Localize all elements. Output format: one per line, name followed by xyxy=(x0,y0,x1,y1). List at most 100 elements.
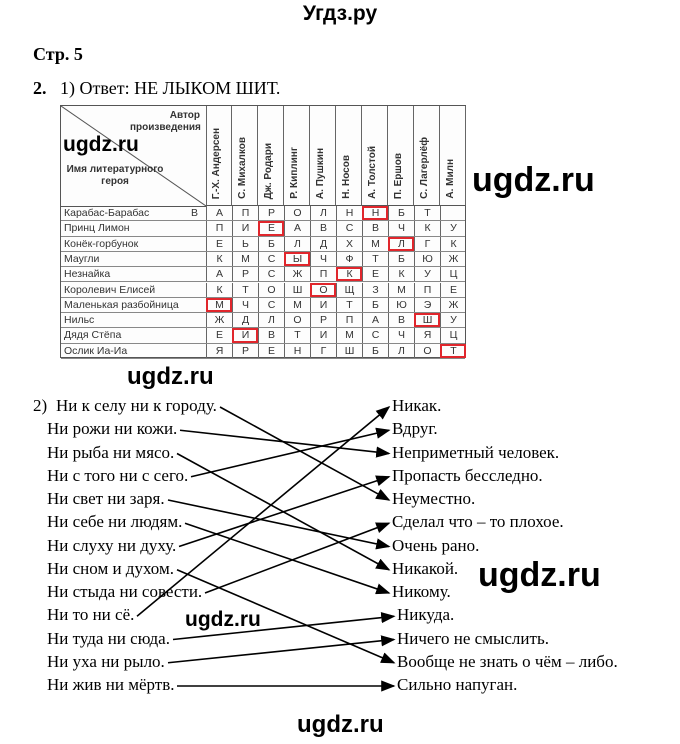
letter-cell: Ч xyxy=(388,221,414,236)
letter-cell: Б xyxy=(388,251,414,267)
meaning-item: Очень рано. xyxy=(392,535,480,555)
letter-cell: А xyxy=(206,206,232,221)
letter-cell: Т xyxy=(284,328,310,343)
letter-cell: С xyxy=(336,221,362,236)
letter-cell: Б xyxy=(258,236,284,251)
hero-name: Маленькая разбойница xyxy=(64,298,179,311)
letter-cell: В xyxy=(388,313,414,328)
meaning-item: Никуда. xyxy=(397,605,455,625)
letter-cell: О xyxy=(284,206,310,221)
author-column-header: С. Михалков xyxy=(232,106,258,206)
letter-cell: М xyxy=(284,297,310,313)
letter-cell: П xyxy=(232,206,258,221)
meaning-item: Вообще не знать о чём – либо. xyxy=(397,651,618,671)
meaning-item: Вдруг. xyxy=(392,419,438,439)
letter-cell: О xyxy=(284,313,310,328)
letter-cell: Е xyxy=(440,282,466,297)
idiom-item: Ни свет ни заря. xyxy=(47,489,165,508)
letter-cell: Я xyxy=(206,343,232,358)
letter-cell: М xyxy=(388,282,414,297)
letter-cell: М xyxy=(362,236,388,251)
letter-cell: Н xyxy=(336,206,362,221)
highlighted-letter-cell: Ы xyxy=(284,251,310,267)
idiom-item: Ни слуху ни духу. xyxy=(47,535,177,555)
letter-cell: Е xyxy=(362,267,388,282)
letter-cell: К xyxy=(440,236,466,251)
idiom-item: Ни рыба ни мясо. xyxy=(47,442,175,462)
site-title: Угдз.ру xyxy=(302,2,378,25)
letter-cell: С xyxy=(362,328,388,343)
letter-cell: У xyxy=(414,267,440,282)
idiom-item: Ни стыда ни совести. xyxy=(47,582,203,601)
author-column-header: Р. Киплинг xyxy=(284,106,310,206)
highlighted-letter-cell: Ш xyxy=(414,313,440,328)
author-column-header: А. Пушкин xyxy=(310,106,336,206)
hero-name: Дядя Стёпа xyxy=(64,329,122,342)
letter-cell: П xyxy=(310,267,336,282)
letter-cell: Ь xyxy=(232,236,258,251)
page-label: Стр. 5 xyxy=(33,44,83,64)
match-arrow xyxy=(167,499,391,550)
letter-cell: К xyxy=(206,251,232,267)
match-arrow xyxy=(190,427,391,478)
idiom-item: Ни сном и духом. xyxy=(47,558,174,578)
letter-cell: Т xyxy=(232,282,258,297)
letter-cell: Ж xyxy=(284,267,310,282)
highlighted-letter-cell: М xyxy=(206,297,232,313)
watermark: ugdz.ru xyxy=(478,556,601,594)
letter-cell: Э xyxy=(414,297,440,313)
meaning-item: Пропасть бесследно. xyxy=(392,465,543,485)
highlighted-letter-cell: Е xyxy=(258,221,284,236)
letter-cell: У xyxy=(440,313,466,328)
letter-cell: Ч xyxy=(388,328,414,343)
table-corner-header: Автор произведения Имя литературного гер… xyxy=(61,106,207,207)
letter-cell: С xyxy=(258,297,284,313)
letter-cell: И xyxy=(310,328,336,343)
letter-cell: М xyxy=(232,251,258,267)
letter-cell: М xyxy=(336,328,362,343)
letter-cell: Ж xyxy=(440,297,466,313)
letter-cell: Ю xyxy=(388,297,414,313)
highlighted-letter-cell: К xyxy=(336,267,362,282)
letter-cell: В xyxy=(310,221,336,236)
highlighted-letter-cell: Л xyxy=(388,236,414,251)
letter-cell: З xyxy=(362,282,388,297)
letter-cell: К xyxy=(388,267,414,282)
hero-name: Королевич Елисей xyxy=(64,283,156,296)
letter-cell: Ч xyxy=(310,251,336,267)
letter-cell: В xyxy=(362,221,388,236)
match-arrow xyxy=(136,405,391,617)
hero-name: Нильс xyxy=(64,314,95,327)
authors-heroes-table: Автор произведения Имя литературного гер… xyxy=(60,105,466,359)
letter-cell: Г xyxy=(310,343,336,358)
meaning-item: Никому. xyxy=(392,582,451,601)
row-extra-letter: В xyxy=(191,207,199,219)
letter-cell: Е xyxy=(258,343,284,358)
letter-cell: О xyxy=(414,343,440,358)
letter-cell: Щ xyxy=(336,282,362,297)
highlighted-letter-cell: О xyxy=(310,282,336,297)
hero-name: Конёк-горбунок xyxy=(64,237,139,250)
letter-cell: Д xyxy=(232,313,258,328)
match-arrow xyxy=(176,569,396,664)
match-arrow xyxy=(179,429,391,458)
hero-name: Карабас-Барабас xyxy=(64,207,150,219)
letter-cell: Х xyxy=(336,236,362,251)
idiom-item: Ни уха ни рыло. xyxy=(47,651,165,671)
highlighted-letter-cell: Т xyxy=(440,343,466,358)
letter-cell: Л xyxy=(284,236,310,251)
letter-cell: Г xyxy=(414,236,440,251)
idiom-item: Ни с того ни с сего. xyxy=(47,465,189,485)
letter-cell: О xyxy=(258,282,284,297)
hero-name: Маугли xyxy=(64,252,100,265)
letter-cell: Н xyxy=(284,343,310,358)
matching-prefix: 2) xyxy=(33,396,48,415)
idiom-item: Ни себе ни людям. xyxy=(47,512,183,532)
